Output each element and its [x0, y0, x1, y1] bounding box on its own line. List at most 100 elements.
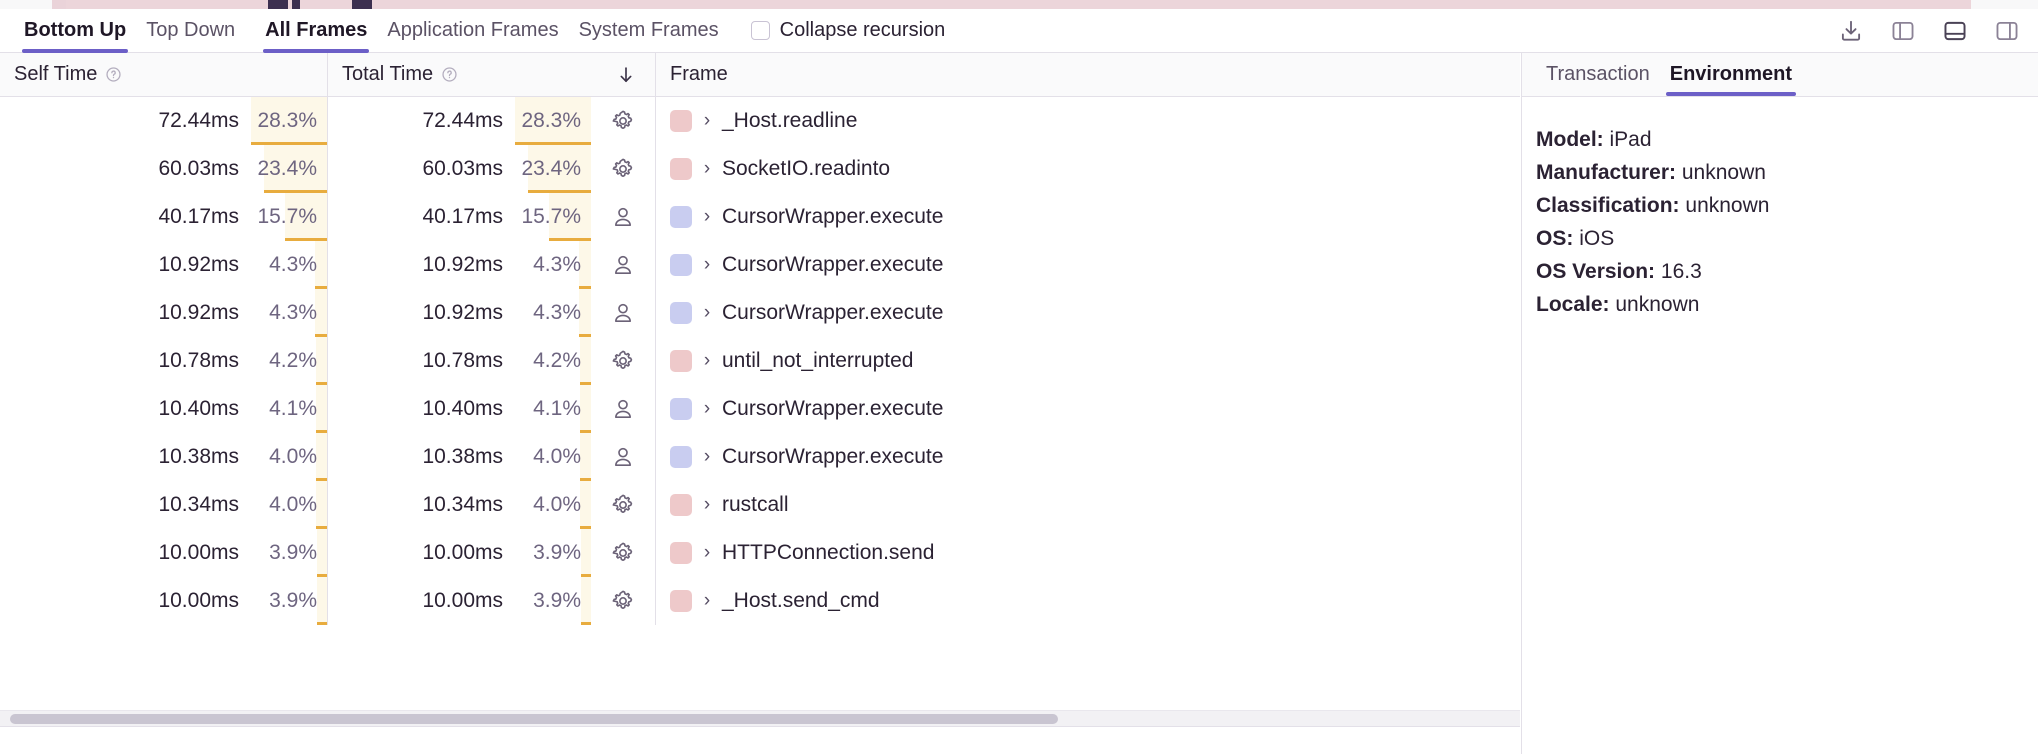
flamegraph-minimap-strip[interactable]: [0, 0, 2038, 9]
frame-cell[interactable]: ›HTTPConnection.send: [656, 529, 1520, 577]
flamegraph-segment[interactable]: [0, 0, 52, 9]
expand-chevron-right-icon[interactable]: ›: [703, 158, 711, 179]
frame-cell[interactable]: ›rustcall: [656, 481, 1520, 529]
frame-cell[interactable]: ›_Host.send_cmd: [656, 577, 1520, 625]
person-icon[interactable]: [591, 289, 655, 337]
gear-icon[interactable]: [591, 481, 655, 529]
gear-icon[interactable]: [591, 337, 655, 385]
frame-cell[interactable]: ›CursorWrapper.execute: [656, 433, 1520, 481]
help-circle-icon[interactable]: [441, 66, 458, 83]
gear-icon[interactable]: [591, 577, 655, 625]
expand-chevron-right-icon[interactable]: ›: [703, 350, 711, 371]
toolbar-icon-group: [1838, 18, 2038, 44]
person-icon[interactable]: [591, 241, 655, 289]
tab-transaction[interactable]: Transaction: [1536, 53, 1660, 96]
tab-application-frames[interactable]: Application Frames: [377, 9, 568, 53]
expand-chevron-right-icon[interactable]: ›: [703, 302, 711, 323]
flamegraph-segment[interactable]: [66, 0, 1771, 9]
panel-bottom-icon[interactable]: [1942, 18, 1968, 44]
column-header-frame[interactable]: Frame: [656, 53, 1520, 96]
flamegraph-segment[interactable]: [268, 0, 288, 9]
horizontal-scrollbar-thumb[interactable]: [10, 714, 1058, 724]
frame-cell[interactable]: ›CursorWrapper.execute: [656, 241, 1520, 289]
gear-icon[interactable]: [591, 529, 655, 577]
column-header-total-time[interactable]: Total Time: [328, 53, 656, 96]
tab-top-down[interactable]: Top Down: [136, 9, 245, 53]
checkbox-box-icon[interactable]: [750, 21, 770, 40]
help-circle-icon[interactable]: [105, 66, 122, 83]
expand-chevron-right-icon[interactable]: ›: [703, 590, 711, 611]
gear-icon[interactable]: [591, 145, 655, 193]
expand-chevron-right-icon[interactable]: ›: [703, 110, 711, 131]
frame-cell[interactable]: ›_Host.readline: [656, 97, 1520, 145]
expand-chevron-right-icon[interactable]: ›: [703, 398, 711, 419]
gear-icon[interactable]: [591, 97, 655, 145]
person-icon[interactable]: [591, 193, 655, 241]
tab-all-frames[interactable]: All Frames: [255, 9, 377, 53]
frame-cell[interactable]: ›until_not_interrupted: [656, 337, 1520, 385]
flamegraph-segment[interactable]: [1971, 0, 2038, 9]
frame-cell[interactable]: ›CursorWrapper.execute: [656, 193, 1520, 241]
person-icon[interactable]: [591, 433, 655, 481]
frame-cell[interactable]: ›CursorWrapper.execute: [656, 385, 1520, 433]
panel-right-icon[interactable]: [1994, 18, 2020, 44]
expand-chevron-right-icon[interactable]: ›: [703, 254, 711, 275]
expand-chevron-right-icon[interactable]: ›: [703, 206, 711, 227]
tab-bottom-up[interactable]: Bottom Up: [14, 9, 136, 53]
horizontal-scrollbar-track[interactable]: [0, 710, 1520, 726]
expand-chevron-right-icon[interactable]: ›: [703, 542, 711, 563]
flamegraph-segment[interactable]: [52, 0, 66, 9]
tab-system-frames[interactable]: System Frames: [569, 9, 729, 53]
flamegraph-segment[interactable]: [292, 0, 300, 9]
collapse-recursion-label: Collapse recursion: [779, 19, 946, 41]
frame-color-swatch: [670, 446, 692, 468]
tab-environment[interactable]: Environment: [1660, 53, 1802, 96]
frame-cell[interactable]: ›SocketIO.readinto: [656, 145, 1520, 193]
collapse-recursion-checkbox[interactable]: Collapse recursion: [750, 19, 946, 42]
flamegraph-segment[interactable]: [352, 0, 372, 9]
expand-chevron-right-icon[interactable]: ›: [703, 446, 711, 467]
percent-proportion-bar: [579, 334, 591, 337]
person-icon[interactable]: [591, 385, 655, 433]
sort-descending-arrow-icon[interactable]: [615, 64, 637, 86]
panel-left-icon[interactable]: [1890, 18, 1916, 44]
flamegraph-segment[interactable]: [1771, 0, 1971, 9]
expand-chevron-right-icon[interactable]: ›: [703, 494, 711, 515]
download-icon[interactable]: [1838, 18, 1864, 44]
frame-cell[interactable]: ›CursorWrapper.execute: [656, 289, 1520, 337]
column-header-self-time[interactable]: Self Time: [0, 53, 328, 96]
